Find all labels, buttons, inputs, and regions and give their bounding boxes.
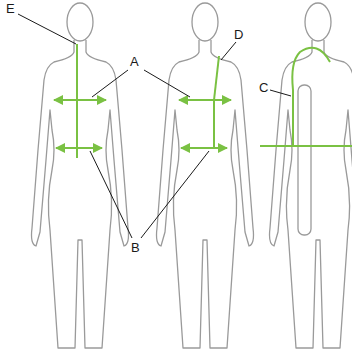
back-figure: [270, 3, 352, 348]
callout-letter: E: [6, 2, 15, 15]
callout-letter: D: [234, 28, 243, 41]
callout-letter: B: [131, 241, 140, 254]
callout-letter: A: [130, 55, 139, 68]
callout-letter: C: [259, 81, 268, 94]
leader-lines: [18, 14, 291, 238]
front-figure: [157, 3, 254, 348]
measure-lines: [54, 44, 352, 158]
front-figure: [32, 3, 129, 348]
